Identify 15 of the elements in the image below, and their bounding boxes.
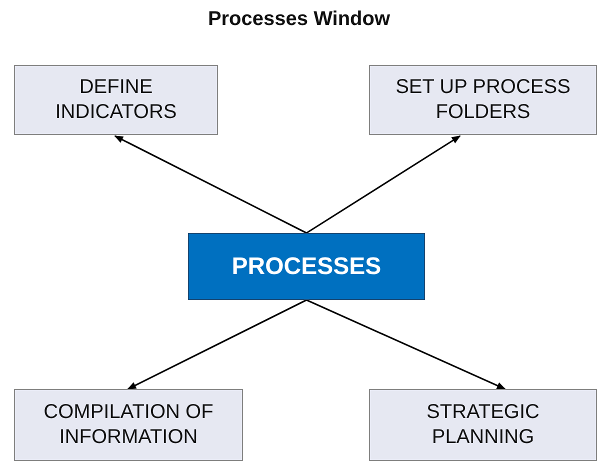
diagram-title: Processes Window — [206, 8, 392, 31]
central-process-box — [188, 233, 425, 300]
process-box — [369, 389, 597, 461]
process-box — [14, 65, 218, 135]
arrow — [306, 299, 506, 390]
process-box — [369, 65, 597, 135]
arrow — [127, 299, 307, 390]
box-label: PROCESSES — [232, 252, 382, 282]
arrow — [306, 135, 461, 234]
process-box — [14, 389, 243, 461]
box-label: COMPILATION OF INFORMATION — [42, 400, 214, 450]
box-label: STRATEGIC PLANNING — [426, 400, 540, 450]
box-label: DEFINE INDICATORS — [54, 75, 178, 125]
arrow — [114, 135, 307, 234]
box-label: SET UP PROCESS FOLDERS — [394, 75, 572, 125]
